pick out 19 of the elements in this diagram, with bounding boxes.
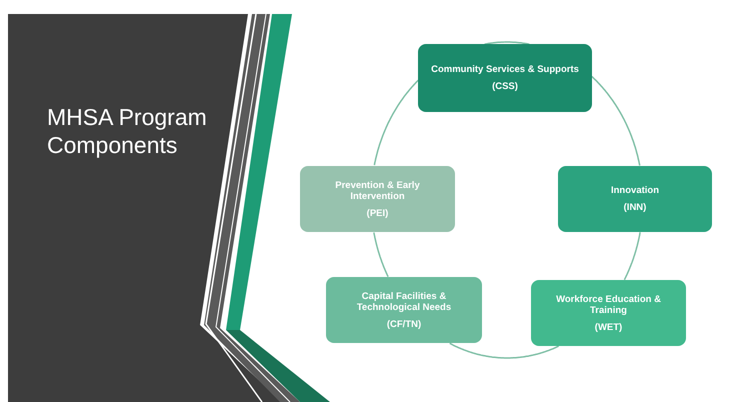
component-abbreviation: (WET) bbox=[594, 322, 622, 332]
component-box bbox=[531, 280, 686, 346]
cycle-arc bbox=[449, 342, 560, 359]
component-box bbox=[418, 44, 592, 112]
component-name: Capital Facilities & Technological Needs bbox=[356, 290, 452, 312]
component-box bbox=[558, 166, 712, 232]
cycle-arc bbox=[624, 232, 641, 280]
component-box bbox=[326, 277, 482, 343]
component-name: Workforce Education & Training bbox=[555, 294, 662, 316]
component-abbreviation: (INN) bbox=[624, 202, 646, 213]
slide-title: MHSA Program Components bbox=[47, 103, 208, 159]
component-name: Prevention & Early Intervention bbox=[334, 180, 421, 202]
component-name: Community Services & Supports bbox=[431, 64, 579, 75]
component-name: Innovation bbox=[610, 185, 660, 196]
cycle-arc bbox=[373, 232, 389, 278]
component-box bbox=[300, 166, 455, 232]
component-abbreviation: (PEI) bbox=[366, 208, 388, 218]
component-abbreviation: (CSS) bbox=[492, 81, 518, 92]
component-abbreviation: (CF/TN) bbox=[386, 318, 422, 330]
